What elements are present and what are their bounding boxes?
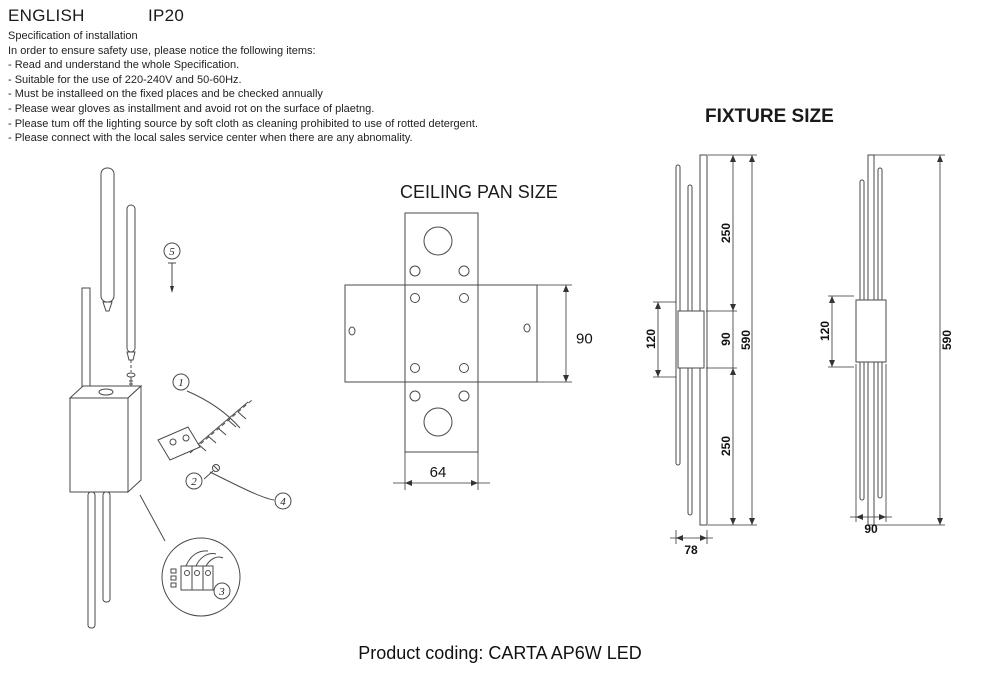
spec-intro: In order to ensure safety use, please no… — [8, 44, 316, 57]
installation-diagram: 5 1 2 4 3 — [68, 167, 292, 629]
callout-3: 3 — [213, 582, 231, 600]
callout-1: 1 — [172, 373, 190, 391]
spec-item: - Suitable for the use of 220-240V and 5… — [8, 73, 242, 86]
callout-1-label: 1 — [178, 377, 184, 389]
dim-front-bracket-120: 120 — [818, 321, 832, 341]
spec-item: - Must be installeed on the fixed places… — [8, 88, 323, 101]
callout-4: 4 — [274, 492, 292, 510]
ceiling-pan-size-title: CEILING PAN SIZE — [400, 182, 558, 202]
callout-2: 2 — [185, 472, 203, 490]
ip-rating-label: IP20 — [148, 6, 185, 25]
dim-front-overall-590: 590 — [940, 330, 954, 350]
spec-item: - Please wear gloves as installment and … — [8, 102, 375, 115]
callout-2-label: 2 — [191, 476, 197, 488]
dim-side-overall-590: 590 — [739, 330, 753, 350]
callout-3-label: 3 — [218, 586, 225, 598]
fixture-size-diagram: 250 90 250 590 120 78 — [644, 154, 954, 557]
dim-side-bracket-120: 120 — [644, 329, 658, 349]
language-label: ENGLISH — [8, 6, 85, 25]
spec-item: - Read and understand the whole Specific… — [8, 59, 240, 72]
fixture-front-view — [855, 154, 887, 526]
product-coding-label: Product coding: CARTA AP6W LED — [358, 643, 642, 663]
dim-front-width-90: 90 — [864, 522, 878, 536]
fixture-size-title: FIXTURE SIZE — [705, 106, 834, 127]
wall-lamp-drawing — [68, 167, 275, 629]
ceiling-pan-diagram: 90 64 — [344, 212, 593, 490]
spec-item: - Please connect with the local sales se… — [8, 132, 413, 145]
spec-title: Specification of installation — [8, 30, 138, 42]
dim-side-bottom-250: 250 — [719, 436, 733, 456]
dim-pan-height-90: 90 — [576, 331, 593, 348]
fixture-side-view-dimensions: 250 90 250 590 120 78 — [644, 154, 757, 557]
spec-block: Specification of installation In order t… — [8, 29, 478, 146]
dim-pan-width-64: 64 — [430, 464, 447, 481]
callout-4-label: 4 — [280, 496, 286, 508]
dim-side-depth-78: 78 — [684, 543, 698, 557]
ceiling-pan-dimensions: 90 64 — [393, 284, 593, 490]
spec-item: - Please tum off the lighting source by … — [8, 117, 479, 130]
callout-5-label: 5 — [169, 246, 175, 258]
callout-5: 5 — [163, 242, 181, 260]
dim-side-top-250: 250 — [719, 223, 733, 243]
fixture-front-view-dimensions: 120 590 90 — [818, 154, 954, 536]
fixture-side-view — [675, 154, 708, 526]
ceiling-pan-drawing — [344, 212, 538, 453]
dim-side-mid-90: 90 — [719, 332, 733, 346]
